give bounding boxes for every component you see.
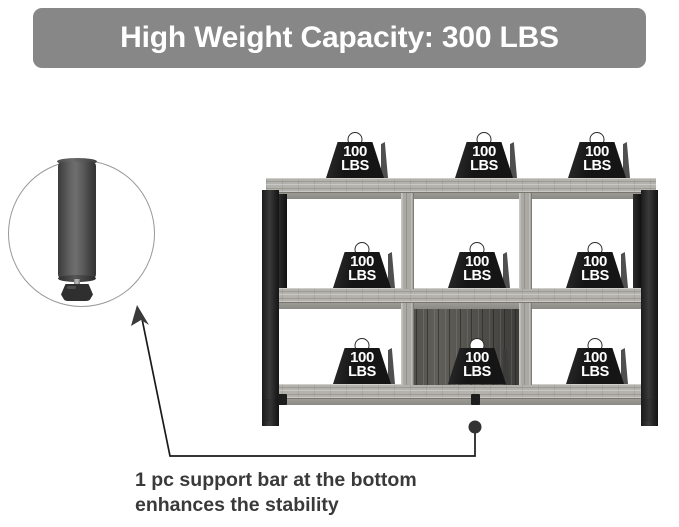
weight-unit: LBS [341, 158, 369, 174]
weight-side-face [621, 348, 628, 384]
shelf-board-bottom [266, 384, 656, 399]
frame-inner-post-left [279, 194, 287, 288]
weight-value: 100 [465, 253, 489, 270]
shelf-edge-bottom [266, 399, 656, 405]
weight-body [566, 252, 624, 288]
weight-body [326, 142, 384, 178]
weight-mid-center: 100 LBS [448, 242, 510, 288]
weight-bottom-left: 100 LBS [333, 338, 395, 384]
header-banner: High Weight Capacity: 300 LBS [33, 8, 646, 68]
weight-side-face [503, 252, 510, 288]
weight-unit: LBS [348, 364, 376, 380]
caption-line-2: enhances the stability [135, 494, 339, 516]
weight-mid-right: 100 LBS [566, 242, 628, 288]
weight-label: 100 LBS [568, 144, 626, 174]
weight-unit: LBS [583, 158, 611, 174]
weight-value: 100 [583, 253, 607, 270]
weight-unit: LBS [463, 364, 491, 380]
frame-post-left [262, 190, 279, 426]
shelf-edge-top [266, 193, 656, 199]
weight-unit: LBS [470, 158, 498, 174]
weight-side-face [623, 142, 630, 178]
weight-value: 100 [583, 349, 607, 366]
weight-value: 100 [350, 349, 374, 366]
shelf-edge-middle [266, 303, 656, 309]
weight-bottom-center: 100 LBS [448, 338, 510, 384]
adjustable-leg-illustration [57, 158, 97, 303]
weight-unit: LBS [581, 268, 609, 284]
weight-unit: LBS [581, 364, 609, 380]
weight-top-center: 100 LBS [455, 132, 517, 178]
weight-side-face [388, 252, 395, 288]
weight-body [568, 142, 626, 178]
weight-label: 100 LBS [326, 144, 384, 174]
divider-upper-left [401, 193, 414, 289]
weight-side-face [510, 142, 517, 178]
weight-label: 100 LBS [448, 254, 506, 284]
frame-post-right [641, 190, 658, 426]
weight-label: 100 LBS [333, 254, 391, 284]
frame-foot-left [262, 399, 279, 421]
weight-value: 100 [585, 143, 609, 160]
shelf-board-top [266, 178, 656, 193]
frame-foot-right [641, 399, 658, 421]
weight-value: 100 [343, 143, 367, 160]
header-banner-text: High Weight Capacity: 300 LBS [120, 21, 559, 54]
weight-label: 100 LBS [333, 350, 391, 380]
leg-tube-bottom-rim [58, 275, 96, 282]
divider-upper-right [519, 193, 532, 289]
weight-label: 100 LBS [455, 144, 513, 174]
weight-side-face [381, 142, 388, 178]
callout-arrow-head [131, 305, 149, 326]
support-foot-left-inner [278, 394, 287, 405]
divider-lower-left [401, 303, 414, 385]
weight-body [566, 348, 624, 384]
weight-value: 100 [350, 253, 374, 270]
weight-label: 100 LBS [566, 350, 624, 380]
frame-inner-post-right [633, 194, 641, 288]
weight-value: 100 [472, 143, 496, 160]
leg-foot-pad [61, 284, 93, 301]
leg-top-cap [57, 158, 97, 165]
weight-side-face [621, 252, 628, 288]
weight-value: 100 [465, 349, 489, 366]
weight-label: 100 LBS [566, 254, 624, 284]
weight-mid-left: 100 LBS [333, 242, 395, 288]
shelf-board-middle [266, 288, 656, 303]
weight-side-face [503, 348, 510, 384]
leg-tube [58, 162, 96, 280]
weight-bottom-right: 100 LBS [566, 338, 628, 384]
callout-caption: 1 pc support bar at the bottom enhances … [135, 468, 555, 518]
leg-foot-highlight [67, 286, 76, 289]
weight-unit: LBS [463, 268, 491, 284]
console-shelf-unit: 100 LBS 100 LBS 100 LBS [258, 132, 664, 428]
weight-top-right: 100 LBS [568, 132, 630, 178]
caption-line-1: 1 pc support bar at the bottom [135, 469, 417, 491]
weight-top-left: 100 LBS [326, 132, 388, 178]
weight-unit: LBS [348, 268, 376, 284]
weight-label: 100 LBS [448, 350, 506, 380]
divider-lower-right [519, 303, 532, 385]
support-bar-foot-center [471, 394, 480, 405]
